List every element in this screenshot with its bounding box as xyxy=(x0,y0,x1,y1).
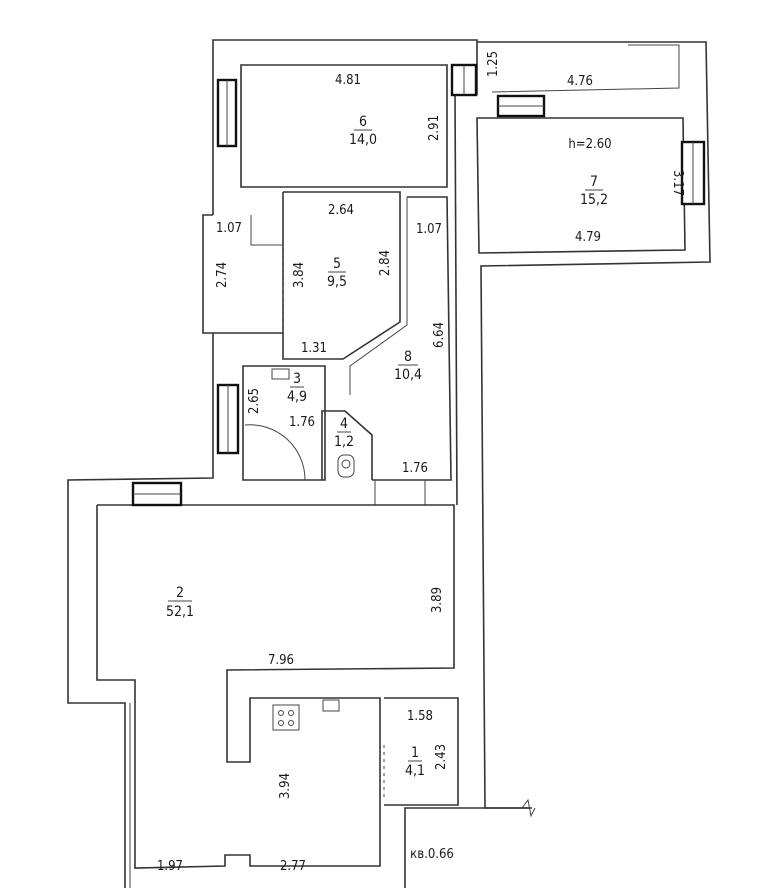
dim-label: 2.91 xyxy=(427,115,442,141)
room-5-number: 5 xyxy=(333,256,341,272)
room-1-area: 4,1 xyxy=(405,763,425,779)
dim-label: 1.58 xyxy=(407,709,433,724)
dim-label: 1.97 xyxy=(157,859,183,874)
room-2-area: 52,1 xyxy=(166,604,194,620)
outer-wall-left xyxy=(67,333,214,888)
dim-label: 1.76 xyxy=(289,415,315,430)
niche-walls xyxy=(202,214,283,334)
dim-label: 1.31 xyxy=(301,341,327,356)
dim-label: 3.89 xyxy=(430,587,445,613)
room-3-area: 4,9 xyxy=(287,389,307,405)
dim-label: 6.64 xyxy=(432,322,447,348)
room-8-number: 8 xyxy=(404,349,412,365)
room-7-number: 7 xyxy=(590,174,598,190)
stove-icon xyxy=(272,704,300,731)
dim-label: 4.81 xyxy=(335,73,361,88)
dim-label: 2.43 xyxy=(434,744,449,770)
room-7-area: 15,2 xyxy=(580,192,608,208)
dim-label: 2.64 xyxy=(328,203,354,218)
toilet-icon xyxy=(337,454,355,478)
stair-walls xyxy=(404,807,532,888)
door-swing xyxy=(244,424,306,481)
room-1-number: 1 xyxy=(411,745,419,761)
room-6-area: 14,0 xyxy=(349,132,377,148)
dim-label: 1.07 xyxy=(416,222,442,237)
dim-label: 2.77 xyxy=(280,859,306,874)
room-1-walls xyxy=(384,697,459,806)
dim-label: 1.76 xyxy=(402,461,428,476)
corridor-diagonal xyxy=(349,197,408,395)
niche-inner xyxy=(250,215,283,246)
room-4-number: 4 xyxy=(340,416,348,432)
kitchen-sink-icon xyxy=(322,699,340,712)
dim-label: 1.25 xyxy=(486,51,501,77)
corridor-wall xyxy=(454,94,458,506)
room-3-walls xyxy=(242,365,326,481)
room-7-walls xyxy=(476,117,686,254)
balcony-outline xyxy=(491,44,680,93)
dim-label: 1.07 xyxy=(216,221,242,236)
window-icon xyxy=(131,63,706,507)
room-4-walls xyxy=(321,410,373,480)
outer-wall-right-wing xyxy=(477,41,711,809)
room-2-walls xyxy=(96,504,455,869)
dim-label: 4.79 xyxy=(575,230,601,245)
corridor-8-walls xyxy=(372,196,452,481)
room-6-walls xyxy=(240,64,448,188)
break-mark-icon xyxy=(521,798,536,818)
dim-label: кв.0.66 xyxy=(410,847,454,862)
ceiling-height: h=2.60 xyxy=(568,137,611,152)
room-2-number: 2 xyxy=(176,585,184,601)
dim-label: 3.17 xyxy=(670,170,685,196)
room-6-number: 6 xyxy=(359,114,367,130)
dim-label: 2.74 xyxy=(215,262,230,288)
room-3-number: 3 xyxy=(293,371,301,387)
sink-icon xyxy=(271,368,290,380)
room-4-area: 1,2 xyxy=(334,434,354,450)
dim-label: 7.96 xyxy=(268,653,294,668)
dim-label: 3.84 xyxy=(292,262,307,288)
room-5-area: 9,5 xyxy=(327,274,347,290)
dim-label: 2.84 xyxy=(378,250,393,276)
dim-label: 3.94 xyxy=(278,773,293,799)
dim-label: 2.65 xyxy=(247,388,262,414)
dim-label: 4.76 xyxy=(567,74,593,89)
room-8-area: 10,4 xyxy=(394,367,422,383)
